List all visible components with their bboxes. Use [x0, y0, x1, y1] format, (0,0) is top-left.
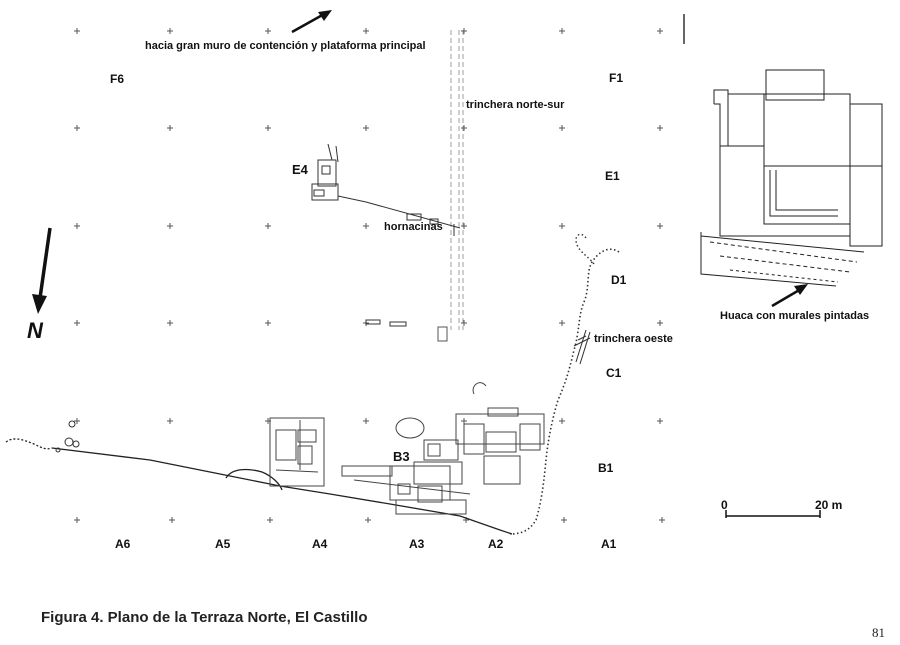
grid-label-b1: B1	[598, 461, 614, 475]
b3-complex	[341, 382, 545, 515]
e4-structure	[311, 143, 461, 236]
small-circles	[55, 420, 80, 453]
grid-label-f6: F6	[110, 72, 125, 86]
a4-excavation	[269, 417, 325, 487]
annotation-trench-north-south: trinchera norte-sur	[466, 99, 565, 111]
grid-crosses	[74, 28, 665, 523]
grid-label-e4: E4	[292, 162, 308, 177]
grid-label-c1: C1	[606, 366, 622, 380]
trench-west	[573, 329, 591, 365]
grid-label-a5: A5	[215, 537, 231, 551]
grid-label-a3: A3	[409, 537, 425, 551]
scale-bar	[725, 510, 821, 518]
annotation-trench-west: trinchera oeste	[594, 333, 673, 345]
arrow-to-huaca	[771, 284, 808, 308]
trench-end-mark	[437, 326, 448, 342]
scale-start-label: 0	[721, 498, 728, 512]
trench-north-south	[450, 30, 464, 330]
grid-label-a2: A2	[488, 537, 504, 551]
grid-label-a1: A1	[601, 537, 617, 551]
grid-label-a4: A4	[312, 537, 328, 551]
terrace-boundary-east	[509, 248, 620, 535]
grid-label-b3: B3	[393, 449, 410, 464]
scale-end-label: 20 m	[815, 498, 843, 512]
terrace-boundary-south	[5, 438, 513, 535]
grid-label-a6: A6	[115, 537, 131, 551]
annotation-niches: hornacinas	[384, 221, 443, 233]
page-number: 81	[872, 625, 885, 640]
grid-label-e1: E1	[605, 169, 620, 183]
central-marks	[365, 319, 407, 327]
north-label: N	[27, 318, 43, 343]
huaca-structure	[700, 69, 883, 287]
annotation-huaca: Huaca con murales pintadas	[720, 310, 870, 322]
annotation-main-wall: hacia gran muro de contención y platafor…	[145, 40, 426, 52]
boundary-knob	[575, 233, 595, 265]
figure-caption: Figura 4. Plano de la Terraza Norte, El …	[41, 609, 368, 626]
arrow-to-main-wall	[291, 10, 332, 34]
north-arrow-icon	[32, 227, 52, 314]
grid-label-d1: D1	[611, 273, 627, 287]
grid-label-f1: F1	[609, 71, 624, 85]
